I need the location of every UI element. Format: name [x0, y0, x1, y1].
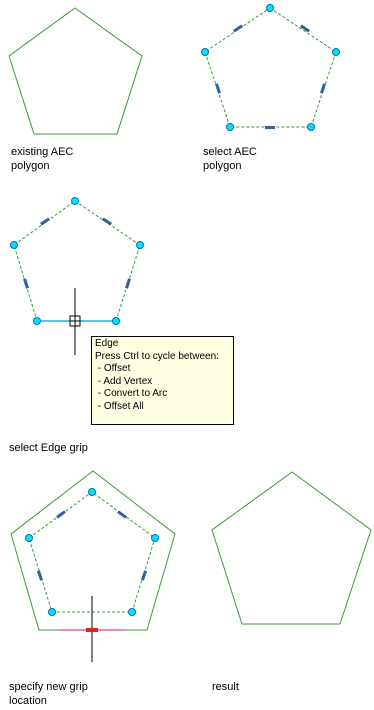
polygon-dashed-edges: [13, 200, 141, 322]
vertex-grip[interactable]: [266, 4, 274, 12]
vertex-grips: [25, 488, 159, 616]
tooltip-title: Edge: [95, 338, 119, 349]
vertex-grip[interactable]: [10, 241, 18, 249]
edge-grips: [23, 217, 131, 289]
edge-grip[interactable]: [40, 217, 50, 226]
vertex-grip[interactable]: [128, 608, 136, 616]
edge-grip[interactable]: [320, 83, 326, 94]
edge-grip[interactable]: [141, 570, 147, 581]
select-edge-grip-panel: [10, 197, 144, 355]
existing-polygon-panel: [8, 7, 143, 135]
tooltip-option-offset: - Offset: [95, 363, 131, 375]
vertex-grip[interactable]: [151, 534, 159, 542]
cursor-pickbox: [69, 315, 81, 327]
edge-grip[interactable]: [125, 278, 131, 289]
vertex-grips: [201, 4, 340, 131]
vertex-grip[interactable]: [307, 123, 315, 131]
original-polygon-dashed: [28, 491, 156, 613]
vertex-grip[interactable]: [112, 317, 120, 325]
tooltip-option-convert-to-arc: - Convert to Arc: [95, 388, 168, 400]
result-polygon: [211, 471, 372, 625]
edge-grips: [215, 24, 326, 129]
edge-grip[interactable]: [37, 570, 43, 581]
vertex-grip[interactable]: [71, 197, 79, 205]
caption-existing-polygon: existing AEC polygon: [11, 146, 74, 172]
caption-result: result: [212, 681, 239, 693]
selected-polygon-dashed: [204, 7, 337, 128]
vertex-grip[interactable]: [88, 488, 96, 496]
selected-polygon-panel: [201, 4, 340, 131]
existing-polygon: [8, 7, 143, 135]
vertex-grip[interactable]: [48, 608, 56, 616]
edge-grip[interactable]: [56, 510, 66, 519]
vertex-grip[interactable]: [136, 241, 144, 249]
caption-specify-new-grip: specify new grip location: [9, 681, 88, 707]
vertex-grip[interactable]: [25, 534, 33, 542]
edge-grip[interactable]: [215, 83, 221, 94]
tooltip-option-add-vertex: - Add Vertex: [95, 375, 153, 387]
tooltip-intro: Press Ctrl to cycle between:: [95, 350, 219, 362]
vertex-grip[interactable]: [226, 123, 234, 131]
edge-grip-tooltip: Edge Press Ctrl to cycle between: - Offs…: [91, 336, 234, 425]
vertex-grip[interactable]: [33, 317, 41, 325]
vertex-grips: [10, 197, 144, 325]
result-panel: [211, 471, 372, 625]
edge-grip[interactable]: [117, 510, 127, 519]
edge-grip[interactable]: [23, 278, 29, 289]
edge-grip[interactable]: [265, 126, 275, 129]
vertex-grip[interactable]: [201, 48, 209, 56]
edge-grip[interactable]: [102, 217, 112, 226]
specify-new-grip-panel: [10, 470, 176, 662]
tooltip-option-offset-all: - Offset All: [95, 400, 144, 412]
caption-select-polygon: select AEC polygon: [203, 146, 257, 172]
edge-grip[interactable]: [300, 24, 310, 33]
vertex-grip[interactable]: [332, 48, 340, 56]
edge-grip[interactable]: [233, 24, 243, 33]
edge-grips: [37, 510, 147, 581]
caption-select-edge-grip: select Edge grip: [9, 442, 88, 454]
new-edge-grip[interactable]: [86, 628, 98, 632]
